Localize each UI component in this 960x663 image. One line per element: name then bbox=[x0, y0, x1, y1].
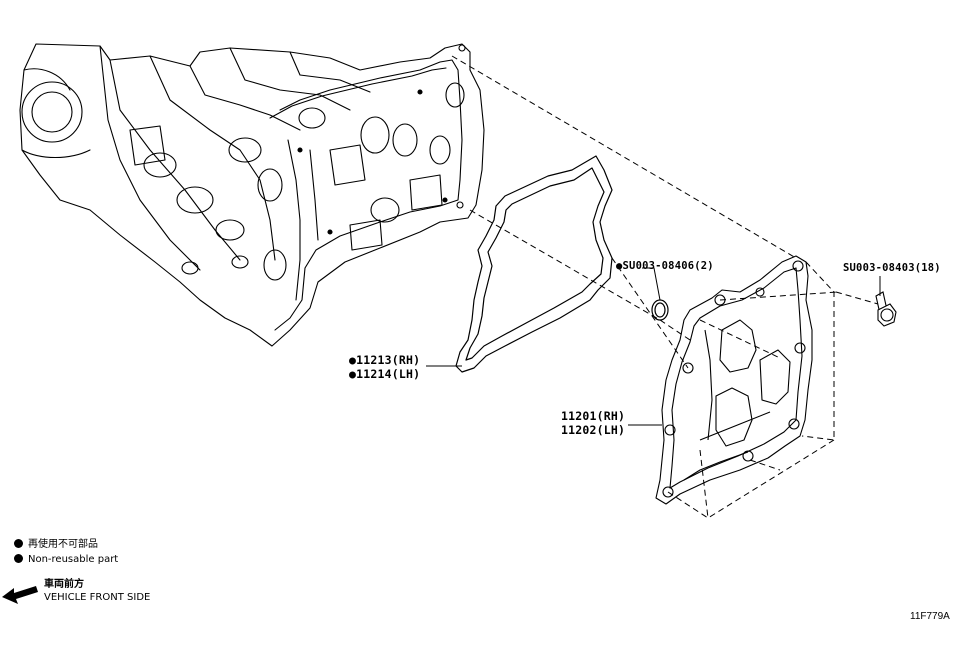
legend-en-text: Non-reusable part bbox=[28, 554, 119, 565]
callout-seal: ●SU003-08406(2) bbox=[616, 260, 714, 272]
callout-gasket-rh: ●11213(RH) bbox=[349, 353, 421, 367]
legend-non-reusable-en: Non-reusable part bbox=[14, 553, 118, 567]
leader-lines bbox=[426, 267, 881, 426]
bolt-drawing bbox=[875, 291, 897, 327]
non-reusable-dot-icon bbox=[14, 539, 23, 548]
head-cover-drawing bbox=[655, 255, 813, 505]
callout-cover-rh: 11201(RH) bbox=[561, 409, 626, 423]
cylinder-head-drawing bbox=[19, 43, 485, 347]
callout-cover-lh: 11202(LH) bbox=[561, 423, 626, 437]
alignment-dashed-lines bbox=[451, 55, 879, 519]
front-direction-arrow-icon bbox=[2, 586, 38, 604]
figure-code: 11F779A bbox=[910, 611, 950, 622]
direction-label-en: VEHICLE FRONT SIDE bbox=[44, 592, 151, 603]
cover-gasket-drawing bbox=[455, 155, 613, 373]
direction-label-jp: 車両前方 bbox=[44, 579, 84, 590]
legend-non-reusable-jp: 再使用不可部品 bbox=[14, 538, 98, 552]
legend-jp-text: 再使用不可部品 bbox=[28, 539, 98, 550]
non-reusable-dot-icon bbox=[14, 554, 23, 563]
callout-bolt: SU003-08403(18) bbox=[843, 262, 941, 274]
callout-gasket-lh: ●11214(LH) bbox=[349, 367, 421, 381]
